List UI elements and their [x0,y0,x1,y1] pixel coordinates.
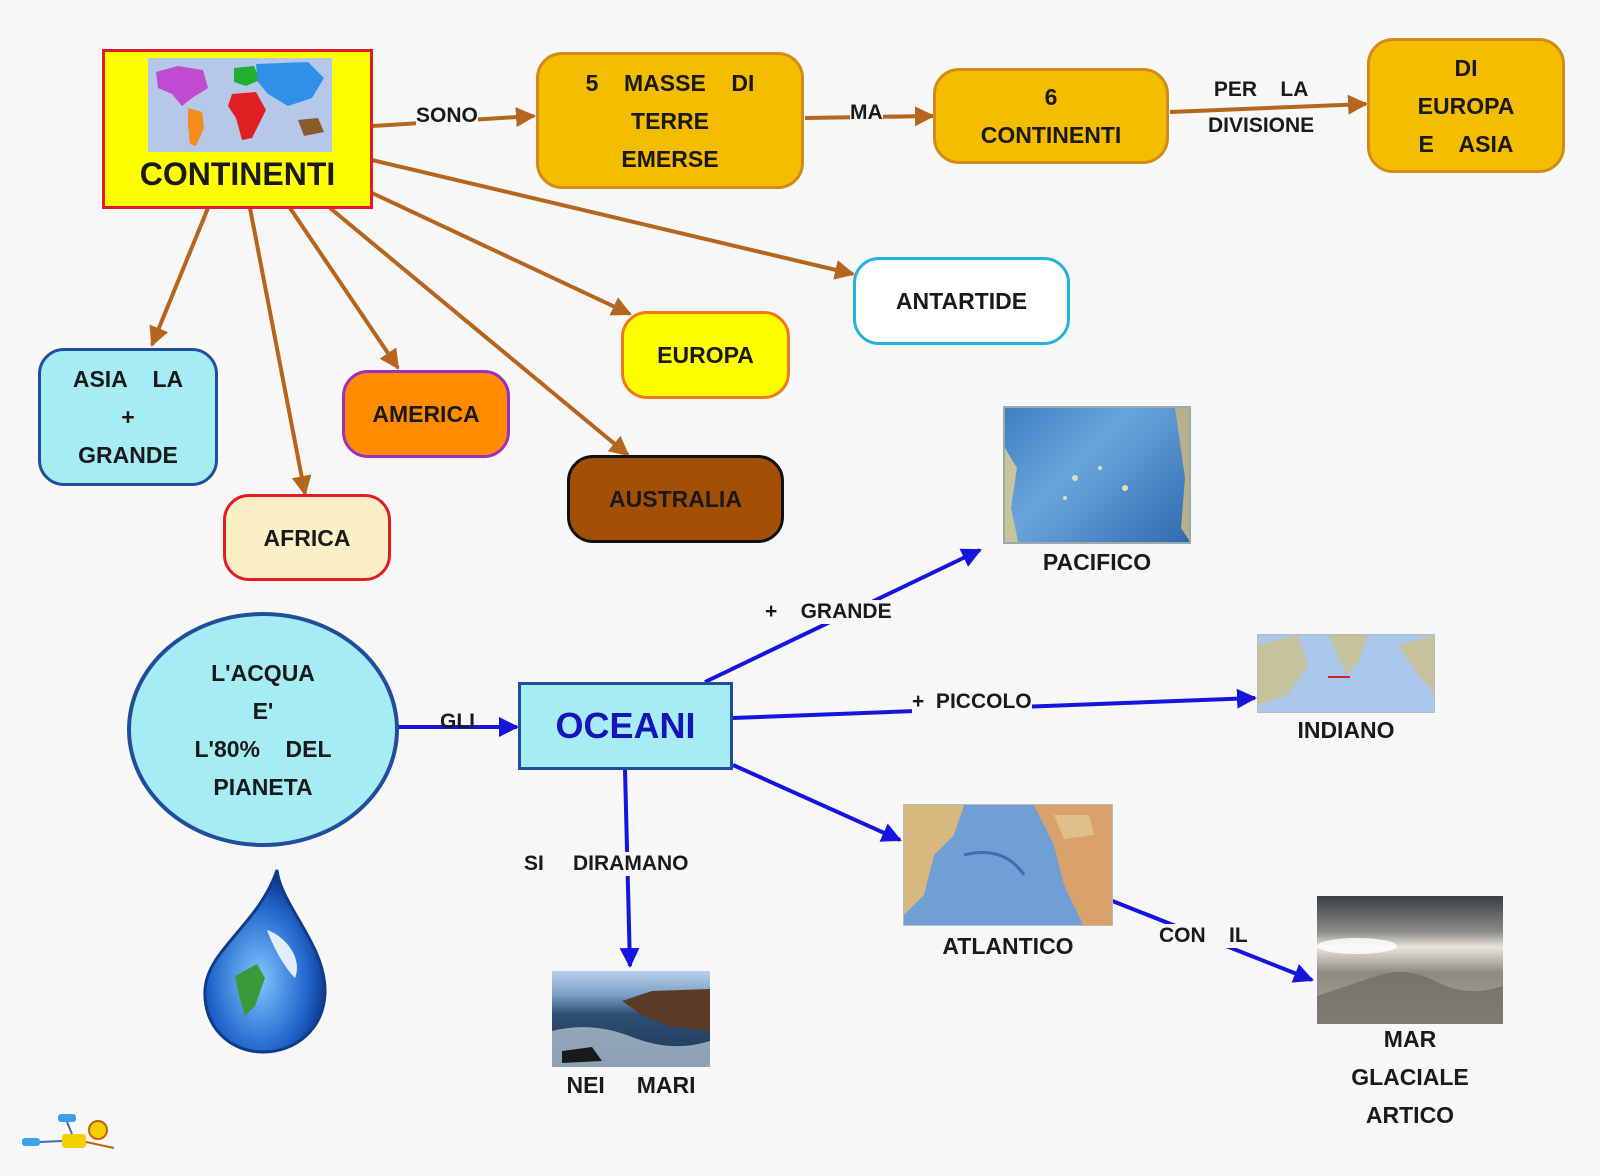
asia-line-1: ASIA LA [72,366,184,392]
atlantico-caption: ATLANTICO [942,933,1074,959]
sei-line-2: CONTINENTI [980,122,1122,148]
artico-line-1: MAR [1383,1026,1437,1052]
europa-asia-line-1: DI [1454,54,1478,81]
mari-photo-icon [552,989,710,1067]
mari-photo-image [552,971,710,1067]
artico-photo-image [1317,896,1503,1024]
artico-caption: MAR GLACIALE ARTICO [1310,1020,1510,1134]
edge-continenti-asia [149,207,210,347]
acqua-line-3: L'80% DEL [194,735,332,762]
europa-node: EUROPA [621,311,790,399]
sei-line-1: 6 [1044,84,1058,110]
europa-asia-line-3: E ASIA [1418,130,1514,157]
water-drop-globe-icon [203,869,327,1054]
acqua-line-2: E' [252,697,274,724]
asia-line-2: + [121,404,135,430]
mari-caption: NEI MARI [566,1072,696,1098]
artico-line-2: GLACIALE [1351,1064,1469,1090]
continenti-title: CONTINENTI [139,156,336,192]
masse-node: 5 MASSE DI TERRE EMERSE [536,52,804,189]
label-gli: GLI [440,710,475,733]
indiano-map-image [1257,634,1435,713]
label-sono: SONO [416,104,478,128]
pacifico-map-icon [1005,408,1189,542]
atlantico-map-image [903,804,1113,926]
edge-oceani-atlantico [732,763,902,842]
oceani-node: OCEANI [518,682,733,770]
continenti-node: CONTINENTI [102,49,373,209]
acqua-node: L'ACQUA E' L'80% DEL PIANETA [127,612,399,847]
app-logo-icon [22,1114,115,1149]
edge-continenti-africa [248,207,312,496]
pacifico-map-image [1003,406,1191,544]
label-per-line-2: DIVISIONE [1208,114,1315,137]
edge-sei-europa-asia [1169,94,1368,115]
masse-line-2: TERRE [631,107,709,134]
label-piu-piccolo: + PICCOLO [912,690,1032,714]
edge-continenti-europa [371,191,632,316]
europa-asia-line-2: EUROPA [1417,92,1515,119]
artico-photo-icon [1317,938,1503,1024]
label-per-la-divisione: PER LA DIVISIONE [1208,72,1314,144]
asia-node: ASIA LA + GRANDE [38,348,218,486]
acqua-line-4: PIANETA [213,773,313,800]
indiano-caption: INDIANO [1297,717,1395,743]
atlantico-map-icon [904,805,1112,925]
masse-line-3: EMERSE [621,145,719,172]
pacifico-caption: PACIFICO [1042,549,1152,575]
label-si-diramano: SI DIRAMANO [524,852,689,876]
antartide-node: ANTARTIDE [853,257,1070,345]
africa-node: AFRICA [223,494,391,581]
acqua-line-1: L'ACQUA [211,659,315,686]
label-ma: MA [850,101,883,125]
label-per-line-1: PER LA [1213,78,1309,101]
world-map-icon [148,58,332,152]
label-con-il: CON IL [1159,924,1248,948]
edge-continenti-antartide [371,158,855,280]
sei-continenti-node: 6 CONTINENTI [933,68,1169,164]
australia-node: AUSTRALIA [567,455,784,543]
label-piu-grande: + GRANDE [765,600,892,624]
edge-continenti-australia [328,206,630,457]
artico-line-3: ARTICO [1365,1102,1455,1128]
europa-asia-node: DI EUROPA E ASIA [1367,38,1565,173]
edge-continenti-america [288,206,400,370]
america-node: AMERICA [342,370,510,458]
asia-line-3: GRANDE [78,442,178,468]
indiano-map-icon [1258,635,1434,705]
masse-line-1: 5 MASSE DI [585,69,755,96]
